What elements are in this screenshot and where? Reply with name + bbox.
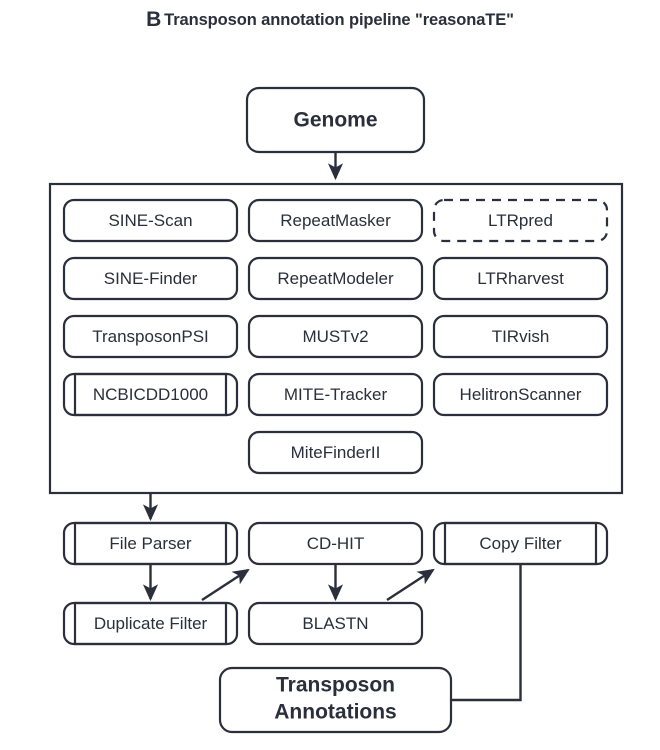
edge-blastn-to-copy-filter <box>386 568 435 602</box>
node-transposonpsi-shape <box>62 314 239 359</box>
node-mustv2-label: MUSTv2 <box>302 327 368 346</box>
figure-title-text: Transposon annotation pipeline "reasonaT… <box>164 11 514 29</box>
node-repeatmasker-shape <box>247 198 424 243</box>
node-ltrpred-label: LTRpred <box>488 211 553 230</box>
node-ltrharvest-shape <box>432 256 609 301</box>
edge-duplicate-filter-to-cd-hit <box>201 568 250 602</box>
node-repeatmodeler[interactable]: RepeatModeler <box>247 256 424 301</box>
node-file-parser-label: File Parser <box>109 534 192 553</box>
node-sine-scan-label: SINE-Scan <box>108 211 192 230</box>
node-sine-finder[interactable]: SINE-Finder <box>62 256 239 301</box>
node-ncbicdd1000[interactable]: NCBICDD1000 <box>62 372 239 417</box>
node-cd-hit[interactable]: CD-HIT <box>247 521 424 566</box>
node-sine-finder-shape <box>62 256 239 301</box>
node-duplicate-filter[interactable]: Duplicate Filter <box>62 601 239 646</box>
node-mitefinderii-label: MiteFinderII <box>291 443 381 462</box>
node-ltrharvest-label: LTRharvest <box>477 269 564 288</box>
node-transposon-annotations-shape <box>218 666 453 734</box>
node-cd-hit-label: CD-HIT <box>307 534 365 553</box>
node-tirvish-shape <box>432 314 609 359</box>
node-transposonpsi-label: TransposonPSI <box>92 327 209 346</box>
node-transposon-annotations[interactable]: Transposon Annotations <box>218 666 453 734</box>
node-blastn-shape <box>247 601 424 646</box>
node-helitronscanner[interactable]: HelitronScanner <box>432 372 609 417</box>
node-mitefinderii[interactable]: MiteFinderII <box>247 430 424 475</box>
node-mite-tracker[interactable]: MITE-Tracker <box>247 372 424 417</box>
node-duplicate-filter-inner-bars <box>73 601 228 646</box>
node-transposonpsi[interactable]: TransposonPSI <box>62 314 239 359</box>
node-mustv2[interactable]: MUSTv2 <box>247 314 424 359</box>
node-tirvish[interactable]: TIRvish <box>432 314 609 359</box>
node-duplicate-filter-label: Duplicate Filter <box>94 614 208 633</box>
node-repeatmodeler-label: RepeatModeler <box>277 269 394 288</box>
node-repeatmasker-label: RepeatMasker <box>280 211 391 230</box>
node-repeatmasker[interactable]: RepeatMasker <box>247 198 424 243</box>
node-copy-filter-label: Copy Filter <box>479 534 562 553</box>
node-genome[interactable]: Genome <box>245 86 426 154</box>
node-mitefinderii-shape <box>247 430 424 475</box>
node-tirvish-label: TIRvish <box>492 327 550 346</box>
node-helitronscanner-shape <box>432 372 609 417</box>
node-genome-label: Genome <box>293 109 377 132</box>
node-blastn-label: BLASTN <box>302 614 368 633</box>
node-ltrpred-shape <box>432 198 609 243</box>
node-ncbicdd1000-label: NCBICDD1000 <box>93 385 208 404</box>
node-repeatmodeler-shape <box>247 256 424 301</box>
node-mite-tracker-shape <box>247 372 424 417</box>
node-file-parser[interactable]: File Parser <box>62 521 239 566</box>
node-transposon-annotations-label-line1: Transposon <box>276 674 395 697</box>
node-mustv2-shape <box>247 314 424 359</box>
node-ltrpred[interactable]: LTRpred <box>432 198 609 243</box>
node-sine-finder-label: SINE-Finder <box>104 269 198 288</box>
node-ltrharvest[interactable]: LTRharvest <box>432 256 609 301</box>
panel-letter: B <box>146 8 162 31</box>
node-sine-scan-shape <box>62 198 239 243</box>
node-blastn[interactable]: BLASTN <box>247 601 424 646</box>
node-copy-filter[interactable]: Copy Filter <box>432 521 609 566</box>
node-transposon-annotations-label-line2: Annotations <box>274 701 396 724</box>
node-mite-tracker-label: MITE-Tracker <box>284 385 388 404</box>
node-ncbicdd1000-inner-bars <box>73 372 228 417</box>
node-sine-scan[interactable]: SINE-Scan <box>62 198 239 243</box>
node-helitronscanner-label: HelitronScanner <box>460 385 582 404</box>
